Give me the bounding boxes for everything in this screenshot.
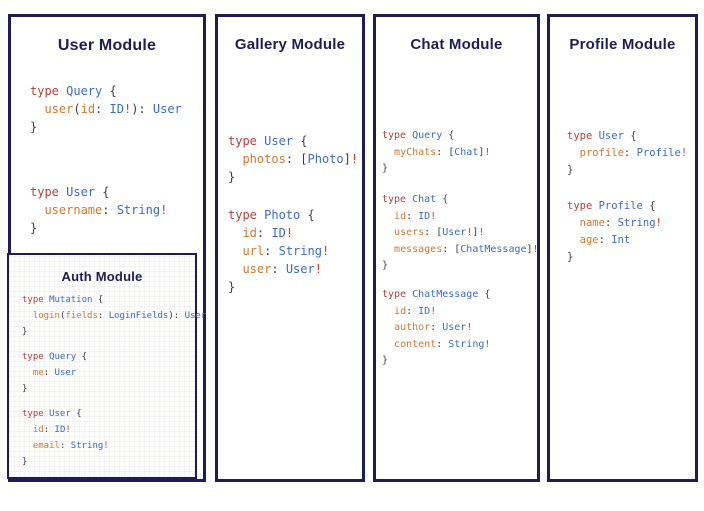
gallery-module-panel: Gallery Module type User { photos: [Phot… (215, 14, 365, 482)
user-query-code-block: type Query { user(id: ID!): User} (30, 84, 182, 134)
profile-module-title: Profile Module (569, 36, 676, 53)
profile-type-code-block: type Profile { name: String! age: Int} (567, 200, 662, 263)
user-module-title: User Module (57, 37, 157, 54)
auth-user-code-block: type User { id: ID! email: String!} (22, 409, 109, 467)
auth-mutation-code-block: type Mutation { login(fields: LoginField… (22, 295, 207, 337)
chat-module-panel: Chat Module type Query { myChats: [Chat]… (373, 14, 540, 482)
auth-module-title: Auth Module (61, 269, 143, 284)
gallery-user-code-block: type User { photos: [Photo]!} (228, 134, 359, 184)
profile-module-panel: Profile Module type User { profile: Prof… (547, 14, 698, 482)
chat-type-code-block: type Chat { id: ID! users: [User!]! mess… (382, 194, 539, 271)
auth-module-panel: Auth Module type Mutation { login(fields… (7, 253, 206, 479)
profile-user-code-block: type User { profile: Profile!} (567, 130, 688, 176)
auth-query-code-block: type Query { me: User} (22, 352, 88, 394)
user-module-panel: User Module type Query { user(id: ID!): … (7, 14, 206, 482)
user-type-code-block: type User { username: String!} (30, 185, 168, 235)
chat-query-code-block: type Query { myChats: [Chat]!} (382, 130, 491, 174)
gallery-photo-code-block: type Photo { id: ID! url: String! user: … (228, 208, 330, 294)
gallery-module-title: Gallery Module (234, 36, 346, 53)
chat-module-title: Chat Module (410, 36, 503, 53)
chat-message-code-block: type ChatMessage { id: ID! author: User!… (382, 289, 491, 366)
